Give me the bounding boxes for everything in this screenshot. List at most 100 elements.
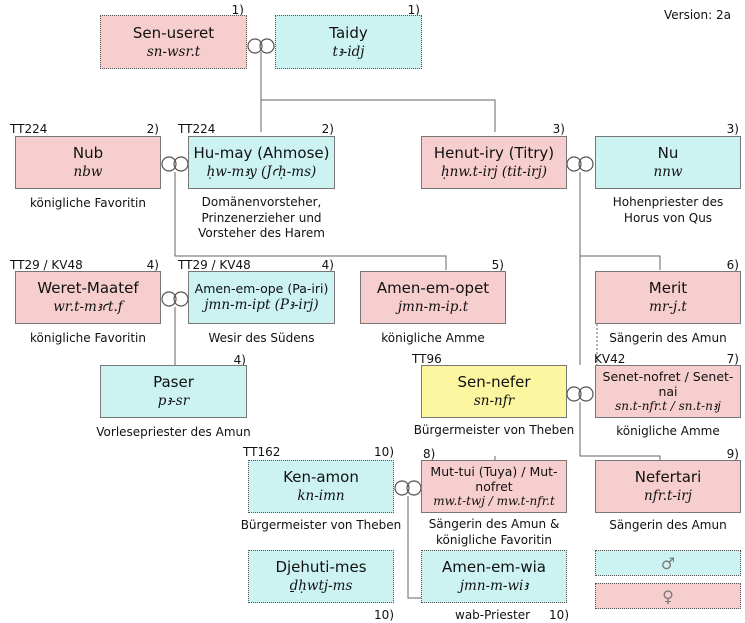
person-weretmaatef[interactable]: Weret-Maatef wr.t-mꜣꜥt.f xyxy=(15,271,161,324)
person-humay[interactable]: Hu-may (Ahmose) ḥw-mꜣy (Jꜥḥ-ms) xyxy=(188,136,335,189)
desc-nefertari: Sängerin des Amun xyxy=(609,518,727,532)
num-taidy: 1) xyxy=(407,3,420,17)
person-amenemope[interactable]: Amen-em-ope (Pa-iri) jmn-m-ipt (Pꜣ-irj) xyxy=(188,271,335,324)
marriage-ring xyxy=(161,291,177,307)
version-label: Version: 2a xyxy=(664,8,731,22)
translit-taidy: tꜣ-idj xyxy=(332,43,365,60)
tomb-senetnofret: KV42 xyxy=(594,352,626,366)
person-senetnofret[interactable]: Senet-nofret / Senet-nai sn.t-nfr.t / sn… xyxy=(595,365,741,418)
translit-nu: nnw xyxy=(653,164,683,180)
marriage-ring xyxy=(566,156,582,172)
translit-amenemope: jmn-m-ipt (Pꜣ-irj) xyxy=(204,297,319,313)
desc-weretmaatef: königliche Favoritin xyxy=(30,331,146,345)
translit-merit: mr-j.t xyxy=(649,299,687,315)
num-muttui: 8) xyxy=(423,447,436,461)
person-amenemwia[interactable]: Amen-em-wia jmn-m-wiꜣ xyxy=(421,550,567,603)
num-nub: 2) xyxy=(146,122,159,136)
tomb-weretmaatef: TT29 / KV48 xyxy=(10,258,83,272)
name-henutiry: Henut-iry (Titry) xyxy=(433,144,555,162)
name-senuseret: Sen-useret xyxy=(132,23,215,42)
desc-paser: Vorlesepriester des Amun xyxy=(96,425,251,439)
num-senetnofret: 7) xyxy=(726,352,739,366)
person-nefertari[interactable]: Nefertari nfr.t-irj xyxy=(595,460,741,513)
num-nefertari: 9) xyxy=(726,447,739,461)
marriage-ring xyxy=(394,480,410,496)
translit-paser: pꜣ-sr xyxy=(157,393,190,409)
desc-senetnofret: königliche Amme xyxy=(616,424,720,438)
num-nu: 3) xyxy=(726,122,739,136)
legend-male: ♂ xyxy=(595,550,741,576)
num-amenemwia: 10) xyxy=(549,608,569,622)
person-djehutimes[interactable]: Djehuti-mes ḏḥwtj-ms xyxy=(248,550,394,603)
tomb-sennefer: TT96 xyxy=(412,352,442,366)
marriage-ring xyxy=(247,38,263,54)
num-humay: 2) xyxy=(321,122,334,136)
name-taidy: Taidy xyxy=(329,23,368,42)
name-nu: Nu xyxy=(657,144,679,162)
desc-amenemopet: königliche Amme xyxy=(381,331,485,345)
line-nu-children xyxy=(579,172,661,270)
name-senetnofret: Senet-nofret / Senet-nai xyxy=(602,369,734,399)
desc-nub: königliche Favoritin xyxy=(30,196,146,210)
desc-humay: Domänenvorsteher, Prinzenerzieher und Vo… xyxy=(198,195,325,240)
desc-sennefer: Bürgermeister von Theben xyxy=(413,423,575,437)
line-taidy-descent xyxy=(260,52,496,132)
line-kenamon-children xyxy=(407,496,422,599)
person-amenemopet[interactable]: Amen-em-opet jmn-m-ip.t xyxy=(360,271,506,324)
desc-kenamon: Bürgermeister von Theben xyxy=(240,518,402,532)
marriage-ring xyxy=(566,386,582,402)
name-humay: Hu-may (Ahmose) xyxy=(193,144,330,162)
tomb-nub: TT224 xyxy=(10,122,48,136)
name-merit: Merit xyxy=(648,279,688,297)
translit-senuseret: sn-wsr.t xyxy=(146,43,201,60)
person-nub[interactable]: Nub nbw xyxy=(15,136,161,189)
name-muttui: Mut-tui (Tuya) / Mut-nofret xyxy=(430,464,558,494)
num-paser: 4) xyxy=(233,353,246,367)
desc-nu: Hohenpriester des Horus von Qus xyxy=(612,195,724,225)
name-weretmaatef: Weret-Maatef xyxy=(37,279,139,297)
translit-muttui: mw.t-twj / mw.t-nfr.t xyxy=(433,494,555,508)
desc-muttui: Sängerin des Amun & königliche Favoritin xyxy=(428,517,560,547)
line-sennefer-children xyxy=(579,402,661,460)
tomb-humay: TT224 xyxy=(178,122,216,136)
legend-female: ♀ xyxy=(595,583,741,609)
translit-djehutimes: ḏḥwtj-ms xyxy=(289,578,353,594)
num-senuseret: 1) xyxy=(231,3,244,17)
translit-senetnofret: sn.t-nfr.t / sn.t-nꜣj xyxy=(615,399,721,413)
translit-nub: nbw xyxy=(73,164,103,180)
desc-merit: Sängerin des Amun xyxy=(609,331,727,345)
person-sennefer[interactable]: Sen-nefer sn-nfr xyxy=(421,365,567,418)
tomb-kenamon: TT162 xyxy=(243,445,281,459)
person-henutiry[interactable]: Henut-iry (Titry) ḥnw.t-irj (tit-irj) xyxy=(421,136,567,189)
name-nefertari: Nefertari xyxy=(634,468,702,486)
person-nu[interactable]: Nu nnw xyxy=(595,136,741,189)
num-djehutimes: 10) xyxy=(374,608,394,622)
translit-henutiry: ḥnw.t-irj (tit-irj) xyxy=(440,164,548,180)
person-taidy[interactable]: Taidy tꜣ-idj xyxy=(275,15,422,69)
num-henutiry: 3) xyxy=(552,122,565,136)
person-senuseret[interactable]: Sen-useret sn-wsr.t xyxy=(100,15,247,69)
translit-humay: ḥw-mꜣy (Jꜥḥ-ms) xyxy=(206,164,317,180)
name-amenemope: Amen-em-ope (Pa-iri) xyxy=(194,281,329,296)
desc-amenemwia: wab-Priester xyxy=(455,608,531,622)
name-kenamon: Ken-amon xyxy=(283,468,359,486)
name-nub: Nub xyxy=(72,144,104,162)
marriage-ring xyxy=(161,156,177,172)
person-muttui[interactable]: Mut-tui (Tuya) / Mut-nofret mw.t-twj / m… xyxy=(421,460,567,513)
female-symbol-icon: ♀ xyxy=(662,586,674,606)
translit-nefertari: nfr.t-irj xyxy=(644,488,692,504)
num-kenamon: 10) xyxy=(374,445,394,459)
name-amenemwia: Amen-em-wia xyxy=(442,558,546,576)
person-paser[interactable]: Paser pꜣ-sr xyxy=(100,365,247,418)
person-kenamon[interactable]: Ken-amon kn-imn xyxy=(248,460,394,513)
male-symbol-icon: ♂ xyxy=(660,553,676,573)
translit-sennefer: sn-nfr xyxy=(473,393,515,409)
num-weretmaatef: 4) xyxy=(146,258,159,272)
name-amenemopet: Amen-em-opet xyxy=(376,279,490,297)
person-merit[interactable]: Merit mr-j.t xyxy=(595,271,741,324)
num-amenemopet: 5) xyxy=(491,258,504,272)
translit-amenemopet: jmn-m-ip.t xyxy=(397,299,469,315)
line-humay-children xyxy=(174,172,447,270)
name-paser: Paser xyxy=(153,373,194,391)
translit-kenamon: kn-imn xyxy=(297,488,345,504)
